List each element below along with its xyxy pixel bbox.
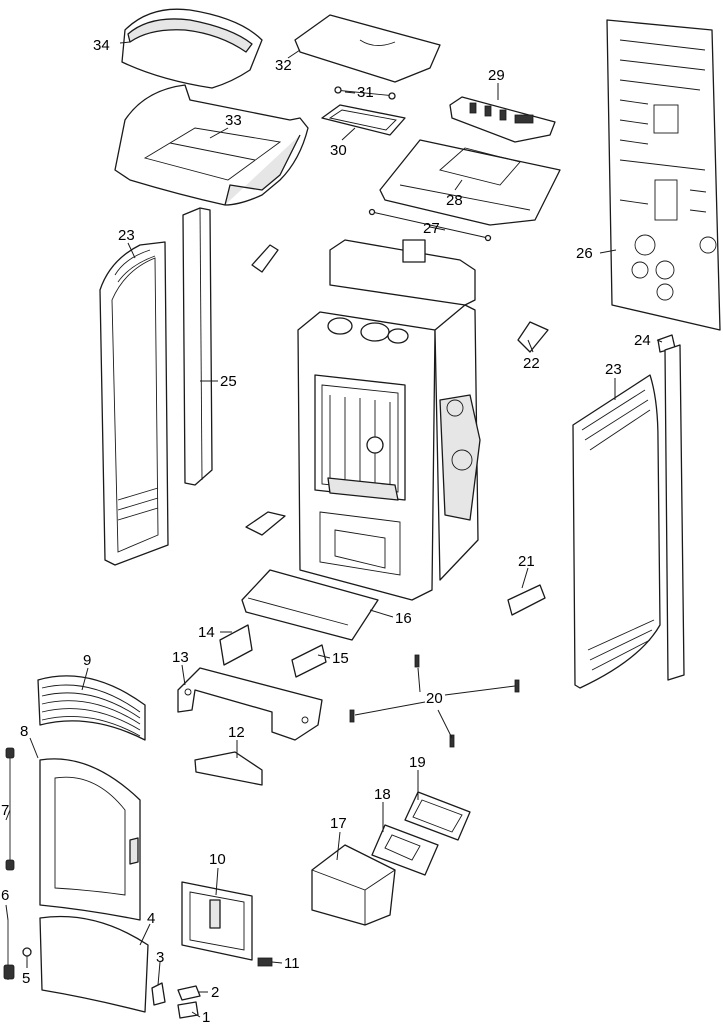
part-18-gasket <box>371 824 439 876</box>
part-27-rod <box>368 208 492 242</box>
part-1-clip <box>177 1001 199 1019</box>
part-9-grille <box>37 675 146 741</box>
part-11-screw <box>257 957 273 967</box>
label-26: 26 <box>576 245 593 262</box>
part-19-plate <box>404 791 471 841</box>
part-17-ash-pan <box>311 844 396 926</box>
label-29: 29 <box>488 67 505 84</box>
label-3: 3 <box>156 949 164 966</box>
part-22-bracket <box>517 321 549 353</box>
part-13-frame <box>177 667 323 741</box>
label-10: 10 <box>209 851 226 868</box>
label-33: 33 <box>225 112 242 129</box>
label-20: 20 <box>426 690 443 707</box>
label-31: 31 <box>357 84 374 101</box>
label-21: 21 <box>518 553 535 570</box>
label-27: 27 <box>423 220 440 237</box>
part-16-base-tray <box>241 569 379 641</box>
part-26-back-panel <box>606 19 721 331</box>
part-4-lower-front-panel <box>39 915 149 1013</box>
part-number-labels: 34 32 31 30 33 29 28 27 26 23 25 22 24 2… <box>1 37 651 1024</box>
label-32: 32 <box>275 57 292 74</box>
label-8: 8 <box>20 723 28 740</box>
label-28: 28 <box>446 192 463 209</box>
label-23-left: 23 <box>118 227 135 244</box>
leader-lines <box>5 41 663 1018</box>
label-16: 16 <box>395 610 412 627</box>
part-10-inner-door <box>181 881 253 961</box>
part-14-plate <box>219 624 253 666</box>
part-15-plate <box>291 644 327 678</box>
part-32-top-plate <box>294 14 441 83</box>
label-34: 34 <box>93 37 110 54</box>
part-34-top-cap <box>121 8 263 89</box>
part-29-control-board <box>449 96 556 143</box>
label-7: 7 <box>1 802 9 819</box>
part-bracket-lower-left <box>245 511 286 536</box>
part-20-screws <box>349 654 520 748</box>
part-25-left-profile <box>182 207 213 486</box>
part-bracket-upper <box>251 244 279 273</box>
label-11: 11 <box>284 955 300 972</box>
part-8-door-frame <box>39 758 141 921</box>
label-18: 18 <box>374 786 391 803</box>
part-21-bracket <box>507 584 546 616</box>
label-17: 17 <box>330 815 347 832</box>
part-30-gasket <box>321 104 406 136</box>
part-3-clip <box>151 982 166 1006</box>
label-5: 5 <box>22 970 30 987</box>
label-25: 25 <box>220 373 237 390</box>
part-28-mounting-plate <box>379 139 561 226</box>
label-9: 9 <box>83 652 91 669</box>
label-19: 19 <box>409 754 426 771</box>
label-30: 30 <box>330 142 347 159</box>
label-22: 22 <box>523 355 540 372</box>
label-15: 15 <box>332 650 349 667</box>
part-2-clip <box>177 985 201 1001</box>
part-33-top-frame <box>114 84 309 206</box>
stove-body <box>297 239 481 601</box>
part-31-fastener <box>334 86 396 100</box>
part-6-rod <box>3 920 15 980</box>
part-23-left-side-panel <box>99 241 169 566</box>
label-6: 6 <box>1 887 9 904</box>
label-2: 2 <box>211 984 219 1001</box>
label-12: 12 <box>228 724 245 741</box>
label-14: 14 <box>198 624 215 641</box>
part-23-right-side-panel <box>572 344 685 689</box>
label-23-right: 23 <box>605 361 622 378</box>
label-13: 13 <box>172 649 189 666</box>
part-12-plate <box>194 751 263 786</box>
label-1: 1 <box>202 1009 210 1024</box>
label-4: 4 <box>147 910 155 927</box>
label-24: 24 <box>634 332 651 349</box>
